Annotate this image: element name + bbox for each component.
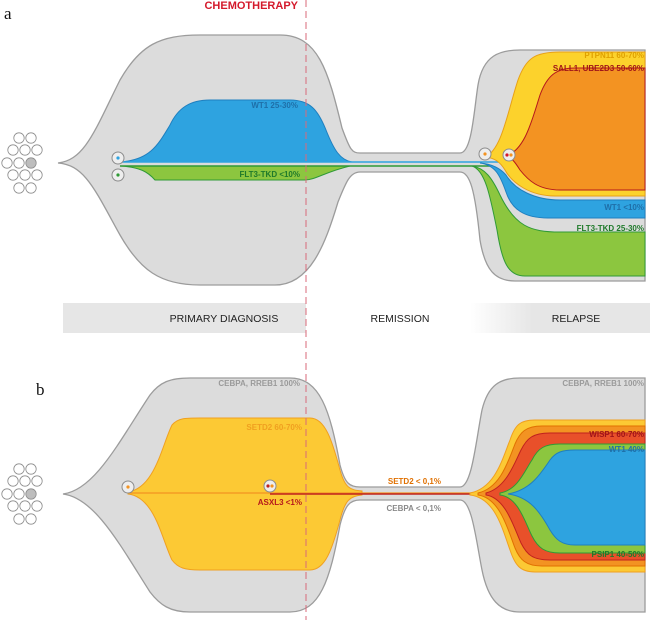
label-setd2-remission: SETD2 < 0,1%: [388, 477, 441, 486]
cell-cluster-icon-b: [1, 463, 43, 525]
phase-remission: REMISSION: [371, 313, 430, 325]
label-asxl3: ASXL3 <1%: [258, 498, 302, 507]
label-flt3-primary: FLT3-TKD <10%: [239, 170, 300, 179]
panel-b: b CEBPA, RREB1 100% SE: [1, 377, 646, 613]
chemotherapy-label: CHEMOTHERAPY: [204, 0, 298, 12]
flt3-clone-relapse: [471, 165, 646, 277]
wt1-clone-b: [507, 449, 646, 546]
label-sall1-ube2d3: SALL1, UBE2D3 50-60%: [553, 64, 644, 73]
cell-cluster-icon: [1, 132, 43, 194]
label-wt1-primary: WT1 25-30%: [251, 101, 298, 110]
phase-band: PRIMARY DIAGNOSIS REMISSION RELAPSE: [63, 303, 650, 333]
label-setd2-primary: SETD2 60-70%: [246, 423, 302, 432]
wt1-clone-relapse: [479, 162, 646, 219]
label-cebpa-remission: CEBPA < 0,1%: [387, 504, 441, 513]
setd2-clone-primary: [127, 417, 363, 571]
label-flt3-relapse: FLT3-TKD 25-30%: [577, 224, 644, 233]
label-wt1-b: WT1 40%: [609, 445, 644, 454]
label-wisp1: WISP1 60-70%: [589, 430, 644, 439]
wt1-clone-primary: [119, 99, 353, 163]
phase-primary-diagnosis: PRIMARY DIAGNOSIS: [170, 313, 279, 325]
panel-a-label: a: [4, 4, 12, 23]
primary-diagnosis-band: [63, 303, 306, 333]
phase-relapse: RELAPSE: [552, 313, 600, 325]
relapse-band: [470, 303, 650, 333]
label-psip1: PSIP1 40-50%: [592, 550, 644, 559]
panel-b-label: b: [36, 380, 45, 399]
label-cebpa-rreb1-relapse: CEBPA, RREB1 100%: [562, 379, 644, 388]
sall1-ube2d3-clone: [504, 67, 646, 191]
label-ptpn11: PTPN11 60-70%: [584, 51, 644, 60]
panel-a: a: [1, 4, 646, 286]
label-cebpa-rreb1-primary: CEBPA, RREB1 100%: [218, 379, 300, 388]
flt3-clone-primary: [119, 165, 351, 181]
label-wt1-relapse: WT1 <10%: [604, 203, 644, 212]
